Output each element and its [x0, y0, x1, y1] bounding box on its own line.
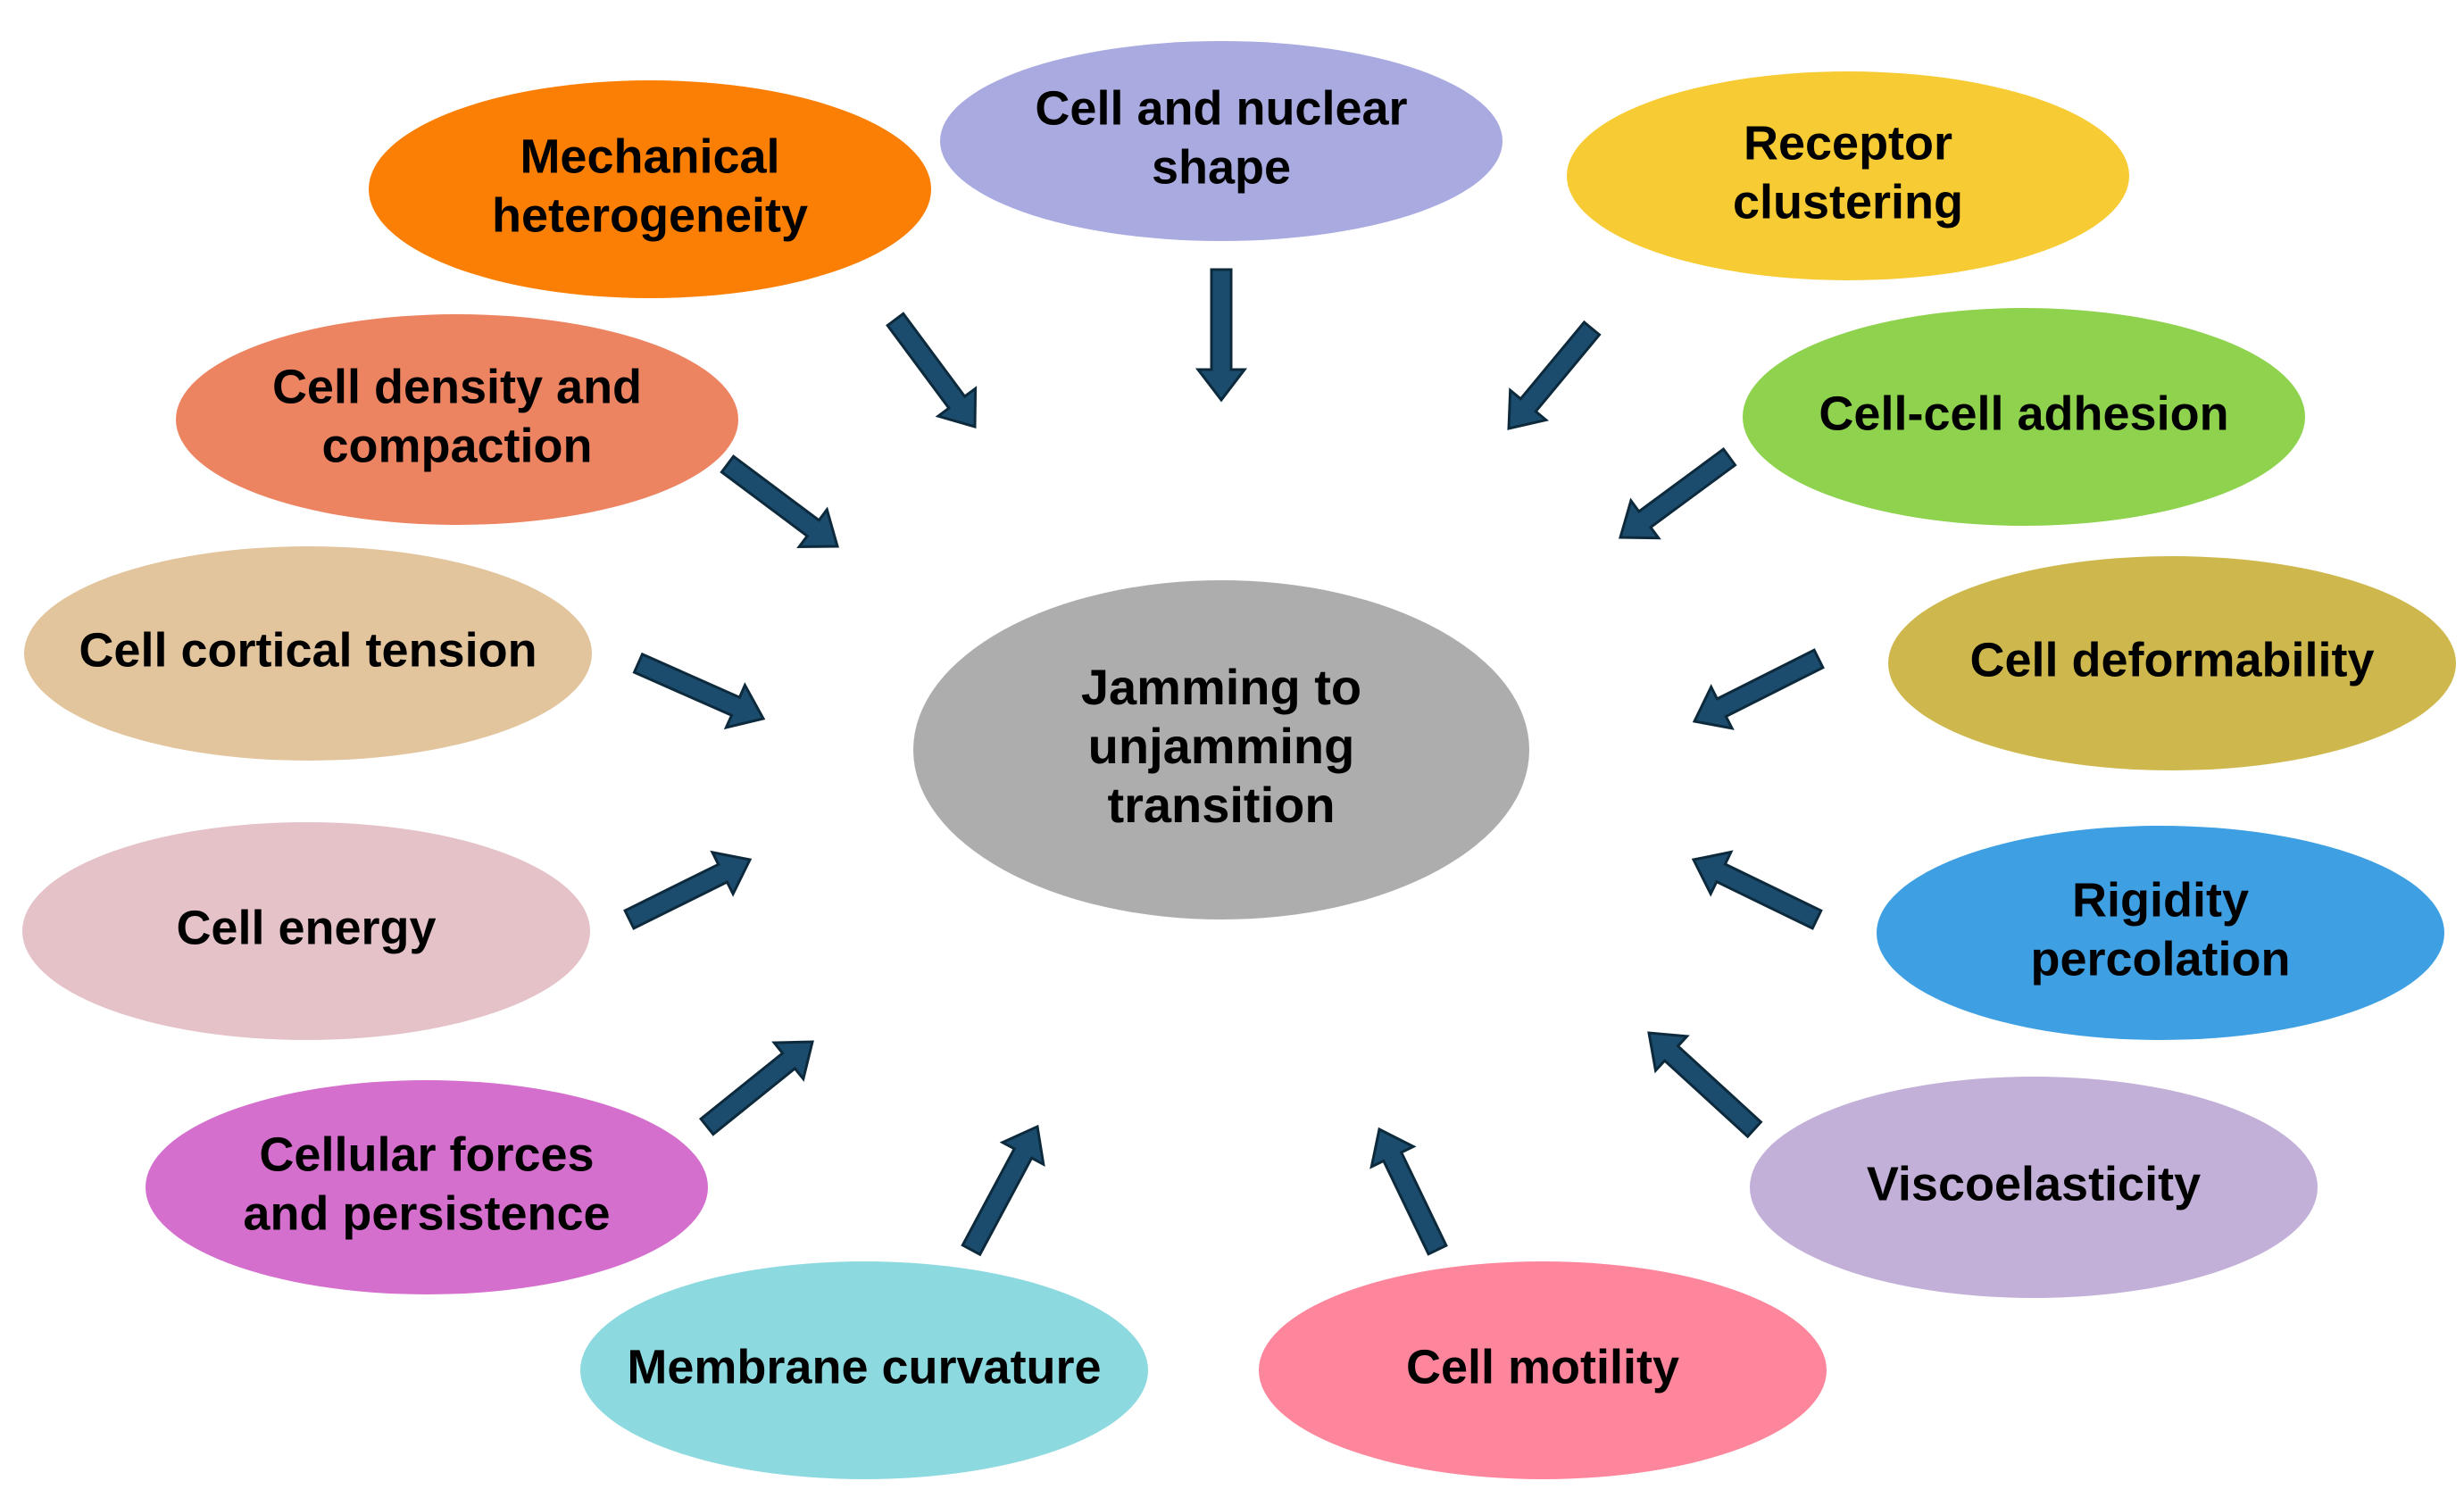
factor-node-membrane-curvature-shape [580, 1261, 1148, 1479]
factor-node-cell-and-nuclear-shape-label-line: shape [1152, 140, 1291, 194]
factor-node-cell-density-and-compaction-shape [176, 314, 738, 525]
factor-node-cell-cell-adhesion-label-line: Cell-cell adhesion [1819, 387, 2228, 440]
factor-node-cell-motility: Cell motility [1259, 1261, 1827, 1479]
factor-node-cell-density-and-compaction-label-line: Cell density and [272, 360, 642, 413]
center-node-label-line: Jamming to [1081, 659, 1361, 715]
arrow-to-center [623, 850, 753, 930]
arrow-to-center [961, 1124, 1045, 1257]
arrows-layer [623, 268, 1825, 1257]
arrow-to-center [1691, 850, 1823, 930]
factor-node-cellular-forces-and-persistence-shape [146, 1080, 708, 1294]
factor-node-receptor-clustering-label-line: Receptor [1744, 116, 1952, 170]
factor-node-cellular-forces-and-persistence-label-line: and persistence [243, 1186, 610, 1240]
factor-node-mechanical-heterogeneity-label-line: heterogeneity [492, 188, 808, 242]
factor-node-cell-energy-shape [22, 822, 590, 1040]
factor-node-receptor-clustering-shape [1567, 71, 2129, 280]
arrow-to-center [1195, 268, 1248, 403]
factor-node-rigidity-percolation-label-line: Rigidity [2072, 873, 2249, 927]
center-node-label-line: transition [1107, 777, 1335, 833]
factor-node-cell-density-and-compaction: Cell density and compaction [176, 314, 738, 525]
arrow-to-center [1619, 446, 1737, 540]
factor-node-mechanical-heterogeneity-shape [369, 80, 931, 298]
arrow-to-center [698, 1040, 814, 1136]
center-node-shape [913, 580, 1529, 919]
factor-node-membrane-curvature: Membrane curvature [580, 1261, 1148, 1479]
factor-node-cell-cell-adhesion: Cell-cell adhesion [1743, 308, 2305, 526]
arrow-to-center [632, 652, 766, 730]
factor-node-cell-density-and-compaction-label-line: compaction [321, 419, 592, 472]
factor-node-viscoelasticity-label-line: Viscoelasticity [1867, 1157, 2201, 1211]
arrow-to-center [1647, 1031, 1763, 1139]
factor-node-rigidity-percolation-label-line: percolation [2030, 932, 2290, 986]
factor-node-cell-energy-label-line: Cell energy [176, 901, 436, 954]
factor-node-viscoelasticity-shape [1750, 1077, 2318, 1298]
factor-node-rigidity-percolation-shape [1877, 826, 2444, 1040]
center-node-label-line: unjamming [1088, 718, 1355, 774]
factor-node-membrane-curvature-label-line: Membrane curvature [627, 1340, 1101, 1394]
arrow-to-center [1692, 648, 1825, 730]
factor-node-receptor-clustering-label-line: clustering [1733, 175, 1963, 229]
factor-node-cell-deformability-label-line: Cell deformability [1969, 633, 2374, 686]
factor-node-cell-motility-shape [1259, 1261, 1827, 1479]
factor-node-cellular-forces-and-persistence-label-line: Cellular forces [259, 1127, 594, 1181]
factor-node-cell-cortical-tension: Cell cortical tension [24, 546, 592, 761]
factor-node-cell-cortical-tension-shape [24, 546, 592, 761]
factor-node-cell-cell-adhesion-shape [1743, 308, 2305, 526]
factor-node-cell-cortical-tension-label-line: Cell cortical tension [79, 623, 537, 677]
factor-node-cell-deformability-shape [1888, 556, 2456, 770]
factor-node-cell-energy: Cell energy [22, 822, 590, 1040]
factor-node-cell-and-nuclear-shape-label-line: Cell and nuclear [1035, 81, 1407, 135]
factor-node-cell-deformability: Cell deformability [1888, 556, 2456, 770]
arrow-to-center [1507, 320, 1602, 430]
arrow-to-center [720, 454, 839, 549]
factor-node-viscoelasticity: Viscoelasticity [1750, 1077, 2318, 1298]
factor-node-cell-motility-label-line: Cell motility [1406, 1340, 1679, 1394]
factor-node-cell-and-nuclear-shape-shape [940, 41, 1503, 241]
arrow-to-center [886, 312, 978, 429]
arrow-to-center [1369, 1127, 1448, 1256]
factor-node-mechanical-heterogeneity-label-line: Mechanical [520, 129, 779, 183]
